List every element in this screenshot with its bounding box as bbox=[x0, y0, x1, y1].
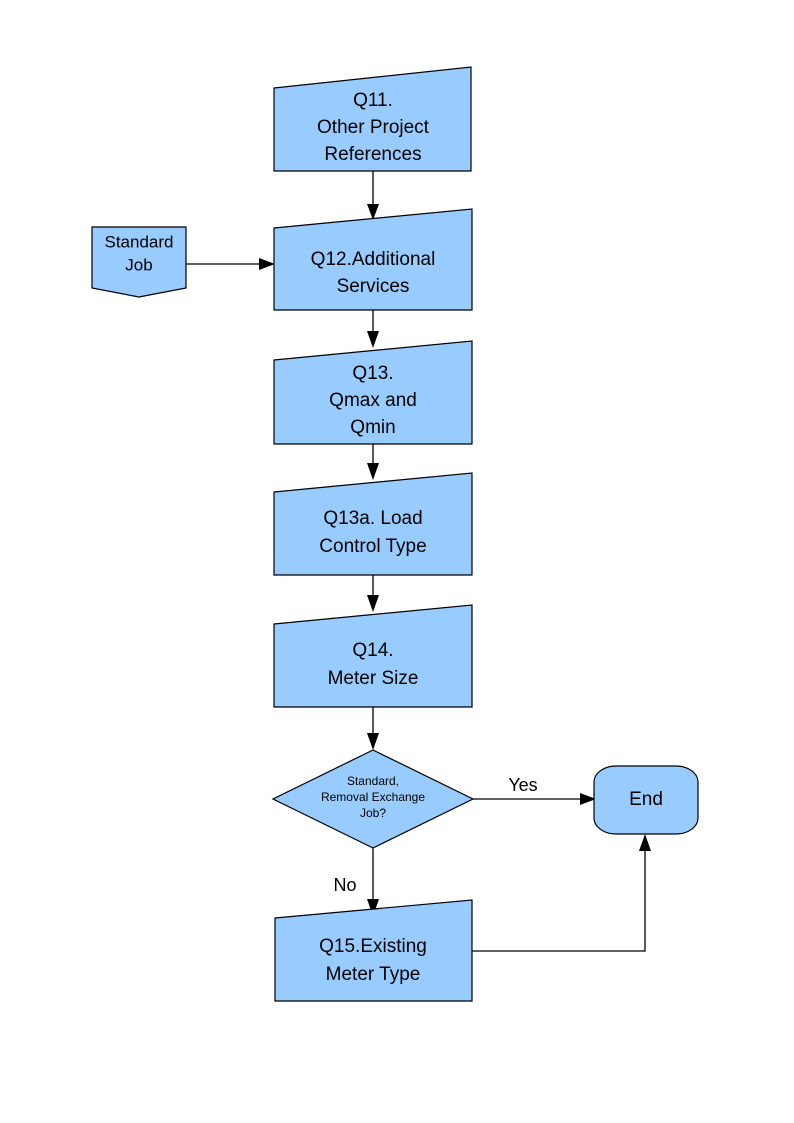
node-q13a-line-2: Control Type bbox=[319, 536, 426, 557]
node-q13a[interactable]: Q13a. Load Control Type bbox=[273, 472, 473, 576]
edge-label-yes: Yes bbox=[508, 775, 537, 795]
node-decision-line-2: Removal Exchange bbox=[321, 790, 425, 804]
edge-q12-q13 bbox=[367, 310, 379, 348]
node-end[interactable]: End bbox=[593, 765, 699, 835]
node-standard-job-line-2: Job bbox=[125, 255, 152, 274]
node-q11-line-3: References bbox=[324, 144, 421, 165]
node-q13-line-1: Q13. bbox=[352, 363, 393, 384]
node-q11[interactable]: Q11. Other Project References bbox=[273, 66, 472, 172]
node-q13a-line-1: Q13a. Load bbox=[323, 508, 422, 529]
edge-decision-end-yes bbox=[473, 793, 596, 805]
edge-label-no: No bbox=[333, 875, 356, 895]
node-q14-line-1: Q14. bbox=[352, 640, 393, 661]
edge-q15-end bbox=[472, 834, 651, 952]
edge-q13-q13a bbox=[367, 444, 379, 480]
node-q14-line-2: Meter Size bbox=[328, 668, 419, 689]
node-decision-line-3: Job? bbox=[360, 806, 386, 820]
node-q14[interactable]: Q14. Meter Size bbox=[273, 604, 473, 708]
node-q15-line-1: Q15.Existing bbox=[319, 936, 427, 957]
node-standard-job[interactable]: Standard Job bbox=[91, 226, 187, 298]
edge-q13a-q14 bbox=[367, 575, 379, 612]
node-q15[interactable]: Q15.Existing Meter Type bbox=[274, 899, 473, 1002]
node-q13[interactable]: Q13. Qmax and Qmin bbox=[273, 340, 473, 445]
node-q13-line-2: Qmax and bbox=[329, 390, 417, 411]
node-decision-line-1: Standard, bbox=[347, 774, 399, 788]
edge-q14-decision bbox=[367, 707, 379, 750]
node-q11-line-1: Q11. bbox=[353, 90, 393, 111]
node-end-label: End bbox=[629, 789, 663, 810]
edge-standard-job-q12 bbox=[186, 258, 275, 270]
node-q15-line-2: Meter Type bbox=[326, 964, 421, 985]
node-q11-line-2: Other Project bbox=[317, 117, 430, 138]
node-decision[interactable]: Standard, Removal Exchange Job? bbox=[271, 749, 475, 849]
edge-decision-q15-no bbox=[367, 848, 379, 916]
node-q13-line-3: Qmin bbox=[350, 417, 395, 438]
edge-q11-q12 bbox=[367, 171, 379, 220]
node-q12-line-1: Q12.Additional bbox=[311, 249, 436, 270]
node-q12-line-2: Services bbox=[337, 276, 410, 297]
node-q12[interactable]: Q12.Additional Services bbox=[273, 208, 473, 311]
node-standard-job-line-1: Standard bbox=[105, 232, 174, 251]
